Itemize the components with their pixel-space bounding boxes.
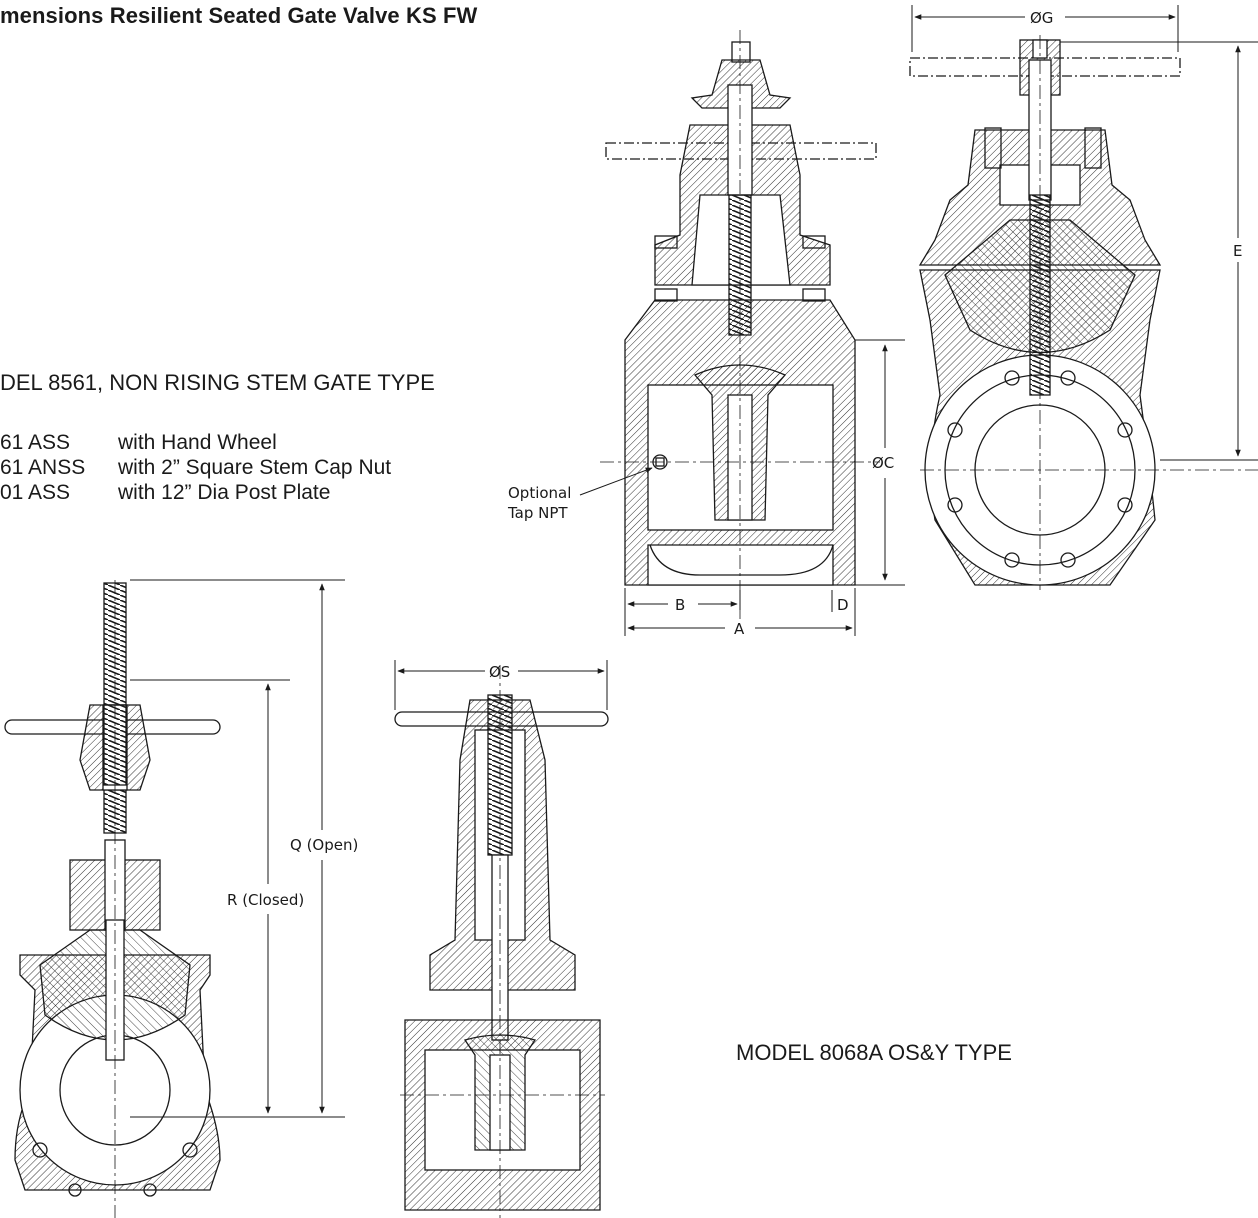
model-8068-heading: MODEL 8068A OS&Y TYPE xyxy=(736,1040,1012,1065)
dimension-label-c: ØC xyxy=(872,454,894,472)
variant-description: with Hand Wheel xyxy=(118,431,277,454)
dimension-lines-front xyxy=(579,339,905,636)
tap-callout-line1: Optional xyxy=(508,484,571,502)
variant-code: 01 ASS xyxy=(0,481,71,504)
variant-item: 01 ASS with 12” Dia Post Plate xyxy=(0,480,391,505)
tap-callout-line2: Tap NPT xyxy=(507,504,568,522)
nrs-front-section-view xyxy=(600,30,880,620)
osy-side-section-view xyxy=(394,665,609,1218)
nrs-side-section-view xyxy=(909,35,1258,590)
dimension-label-s: ØS xyxy=(489,663,510,681)
osy-front-section-view xyxy=(4,580,221,1218)
dimension-label-q: Q (Open) xyxy=(290,836,358,854)
dimension-label-r: R (Closed) xyxy=(227,891,304,909)
dimension-label-d: D xyxy=(837,596,849,614)
dimension-label-b: B xyxy=(675,596,685,614)
variant-item: 61 ASS with Hand Wheel xyxy=(0,430,391,455)
dimension-lines-osy-side xyxy=(394,660,608,710)
model-8561-heading: DEL 8561, NON RISING STEM GATE TYPE xyxy=(0,370,435,395)
variant-item: 61 ANSS with 2” Square Stem Cap Nut xyxy=(0,455,391,480)
variant-description: with 12” Dia Post Plate xyxy=(118,481,331,504)
dimension-lines-osy xyxy=(130,579,345,1118)
page-title: mensions Resilient Seated Gate Valve KS … xyxy=(0,3,478,28)
dimension-lines-side xyxy=(911,5,1258,461)
dimension-label-g: ØG xyxy=(1030,9,1053,27)
model-variant-list: 61 ASS with Hand Wheel 61 ANSS with 2” Squ… xyxy=(0,430,391,505)
dimension-label-a: A xyxy=(734,620,745,638)
variant-code: 61 ASS xyxy=(0,431,71,454)
variant-code: 61 ANSS xyxy=(0,456,86,479)
dimension-label-e: E xyxy=(1233,242,1242,260)
variant-description: with 2” Square Stem Cap Nut xyxy=(118,456,392,479)
